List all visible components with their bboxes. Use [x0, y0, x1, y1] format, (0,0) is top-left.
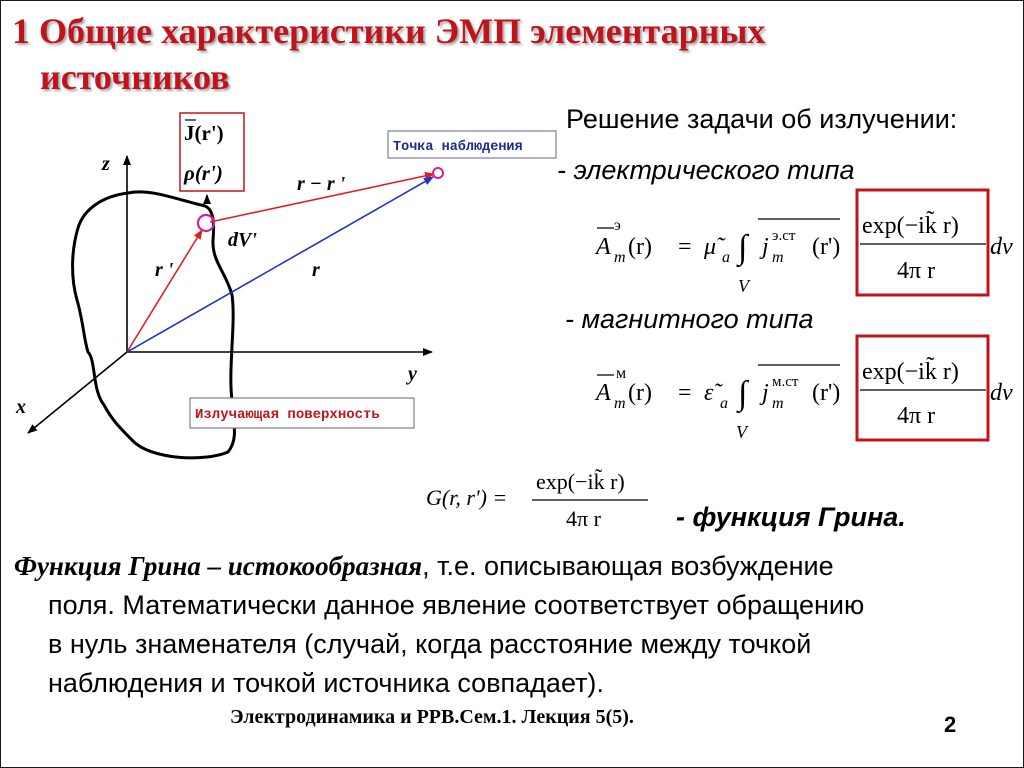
source-point-marker: [196, 213, 216, 233]
A-electric-sup: э: [614, 217, 621, 234]
eq-magnetic: =: [678, 380, 692, 406]
observation-point-label: Точка наблюдения: [393, 139, 523, 155]
electric-type-label: - электрического типа: [557, 155, 855, 185]
paragraph-line-1-rest: , т.е. описывающая возбуждение: [422, 551, 834, 581]
r-minus-r-prime-label: r − r ': [297, 173, 346, 195]
magnetic-kernel-box: [855, 334, 990, 442]
A-magnetic-sub: m: [614, 395, 626, 412]
axis-label-y: y: [406, 363, 417, 385]
paragraph-line-2: поля. Математически данное явление соотв…: [48, 590, 865, 620]
observation-label-box: [387, 130, 557, 159]
numerator-electric: exp(−ik̃ r): [862, 210, 959, 239]
vector-r-prime: [126, 229, 203, 353]
eq-electric: =: [678, 234, 692, 260]
paragraph-line-3: в нуль знаменателя (случай, когда рассто…: [48, 629, 812, 659]
slide-title: 1 Общие характеристики ЭМП элементарных …: [12, 8, 912, 100]
title-line-1: 1 Общие характеристики ЭМП элементарных: [12, 11, 766, 51]
A-magnetic-symbol: A: [594, 380, 611, 406]
radiating-surface-label: Излучающая поверхность: [195, 407, 380, 423]
denominator-magnetic: 4π r: [897, 403, 935, 429]
integral-magnetic: ∫: [736, 375, 750, 414]
title-line-2: источников: [40, 57, 230, 97]
page-number: 2: [944, 712, 957, 737]
eps-sub: a: [720, 395, 728, 412]
A-magnetic-sup: м: [616, 365, 626, 382]
j-electric-sup: э.ст: [772, 228, 796, 244]
j-magnetic-arg: (r'): [812, 380, 840, 406]
solution-heading: Решение задачи об излучении:: [566, 104, 958, 134]
r-label: r: [312, 259, 320, 281]
electric-kernel-box: [855, 188, 990, 297]
source-label-box: [179, 112, 245, 192]
green-function-label: - функция Грина.: [676, 502, 906, 532]
volume-magnetic: V: [736, 422, 749, 442]
A-electric-sub: m: [614, 249, 626, 266]
axis-label-x: x: [15, 396, 26, 418]
observation-point-marker: [432, 167, 444, 179]
x-axis: [27, 351, 128, 434]
mu-sub: a: [722, 249, 730, 266]
volume-electric: V: [738, 276, 751, 296]
dv-magnetic: dv: [990, 380, 1013, 406]
denominator-electric: 4π r: [897, 258, 935, 284]
radiating-surface-outline: [71, 190, 236, 460]
volume-element-label: dV': [228, 229, 257, 251]
green-numerator: exp(−ik̃ r): [536, 469, 625, 494]
magnetic-potential-formula: A м m (r) = ε̃ a ∫ V j м.ст m (r') exp(−…: [594, 356, 1013, 442]
j-electric-sub: m: [772, 249, 784, 266]
numerator-magnetic: exp(−ik̃ r): [862, 356, 959, 385]
green-function-formula: G(r, r') = exp(−ik̃ r) 4π r: [426, 469, 648, 531]
source-current-label: J(r'): [184, 121, 224, 145]
green-lhs: G(r, r') =: [426, 485, 507, 510]
slide-footer: Электродинамика и РРВ.Сем.1. Лекция 5(5)…: [230, 706, 634, 728]
j-magnetic-sub: m: [772, 395, 784, 412]
A-magnetic-arg: (r): [628, 380, 652, 406]
A-electric-arg: (r): [628, 234, 652, 260]
vector-r: [126, 176, 434, 353]
j-magnetic-symbol: j: [759, 380, 769, 406]
vector-r-minus-r-prime: [209, 171, 435, 223]
r-prime-label: r ': [155, 259, 174, 281]
A-electric-symbol: A: [594, 234, 611, 260]
surface-label-box: [189, 397, 415, 429]
j-electric-arg: (r'): [812, 234, 840, 260]
j-electric-symbol: j: [759, 234, 769, 260]
dv-electric: dv: [990, 234, 1013, 260]
j-magnetic-sup: м.ст: [772, 374, 799, 390]
green-denominator: 4π r: [566, 506, 602, 531]
electric-potential-formula: A э m (r) = μ̃ a ∫ V j э.ст m (r') exp(−…: [594, 210, 1013, 296]
integral-electric: ∫: [736, 229, 750, 268]
source-charge-label: ρ(r'): [183, 161, 223, 185]
paragraph-line-4: наблюдения и точкой источника совпадает)…: [48, 668, 604, 698]
paragraph-lead: Функция Грина – истокообразная: [14, 551, 423, 581]
green-function-paragraph: Функция Грина – истокообразная, т.е. опи…: [14, 547, 1014, 703]
axis-label-z: z: [101, 153, 110, 175]
magnetic-type-label: - магнитного типа: [565, 304, 814, 334]
